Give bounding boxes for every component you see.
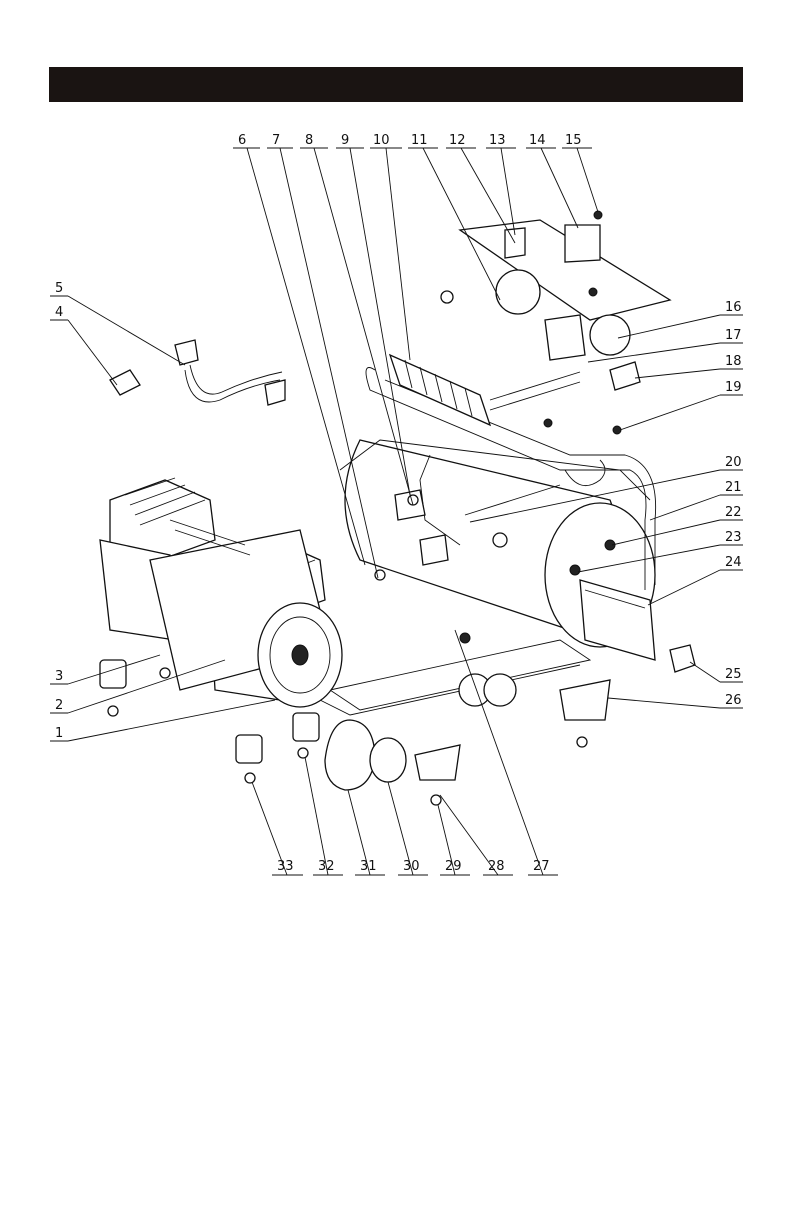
svg-text:3: 3	[55, 669, 63, 684]
callout-15: 15	[562, 133, 598, 212]
svg-text:29: 29	[445, 859, 462, 874]
callout-11: 11	[408, 133, 500, 300]
callout-30: 30	[388, 782, 428, 875]
callout-25: 25	[690, 662, 743, 682]
base-frame	[320, 640, 590, 715]
svg-text:11: 11	[411, 133, 428, 148]
svg-text:13: 13	[489, 133, 506, 148]
callout-33: 33	[252, 782, 303, 875]
svg-text:15: 15	[565, 133, 582, 148]
svg-text:17: 17	[725, 328, 742, 343]
muffler-and-filter	[325, 720, 406, 790]
svg-text:21: 21	[725, 480, 742, 495]
callout-31: 31	[348, 790, 385, 875]
callout-4: 4	[50, 305, 117, 385]
callout-19: 19	[620, 380, 743, 430]
svg-text:7: 7	[272, 133, 280, 148]
callout-26: 26	[608, 693, 743, 708]
svg-text:24: 24	[725, 555, 742, 570]
svg-text:12: 12	[449, 133, 466, 148]
svg-text:19: 19	[725, 380, 742, 395]
svg-text:5: 5	[55, 281, 63, 296]
svg-text:1: 1	[55, 726, 63, 741]
svg-text:6: 6	[238, 133, 246, 148]
svg-text:8: 8	[305, 133, 313, 148]
svg-text:25: 25	[725, 667, 742, 682]
callout-10: 10	[370, 133, 410, 360]
control-panel	[460, 220, 670, 360]
svg-text:30: 30	[403, 859, 420, 874]
callout-18: 18	[635, 354, 743, 378]
svg-text:20: 20	[725, 455, 742, 470]
svg-text:14: 14	[529, 133, 546, 148]
svg-text:9: 9	[341, 133, 349, 148]
svg-text:22: 22	[725, 505, 742, 520]
svg-text:33: 33	[277, 859, 294, 874]
callout-13: 13	[486, 133, 516, 235]
callout-24: 24	[648, 555, 743, 605]
svg-text:18: 18	[725, 354, 742, 369]
svg-text:10: 10	[373, 133, 390, 148]
svg-text:28: 28	[488, 859, 505, 874]
svg-text:2: 2	[55, 698, 63, 713]
svg-text:4: 4	[55, 305, 63, 320]
svg-text:16: 16	[725, 300, 742, 315]
svg-text:31: 31	[360, 859, 377, 874]
svg-text:26: 26	[725, 693, 742, 708]
callout-29: 29	[438, 805, 470, 875]
svg-text:32: 32	[318, 859, 335, 874]
svg-text:23: 23	[725, 530, 742, 545]
motor-pump-assembly	[100, 478, 342, 707]
callout-27: 27	[455, 630, 558, 875]
intake-filter-manifold	[390, 355, 580, 425]
svg-text:27: 27	[533, 859, 550, 874]
